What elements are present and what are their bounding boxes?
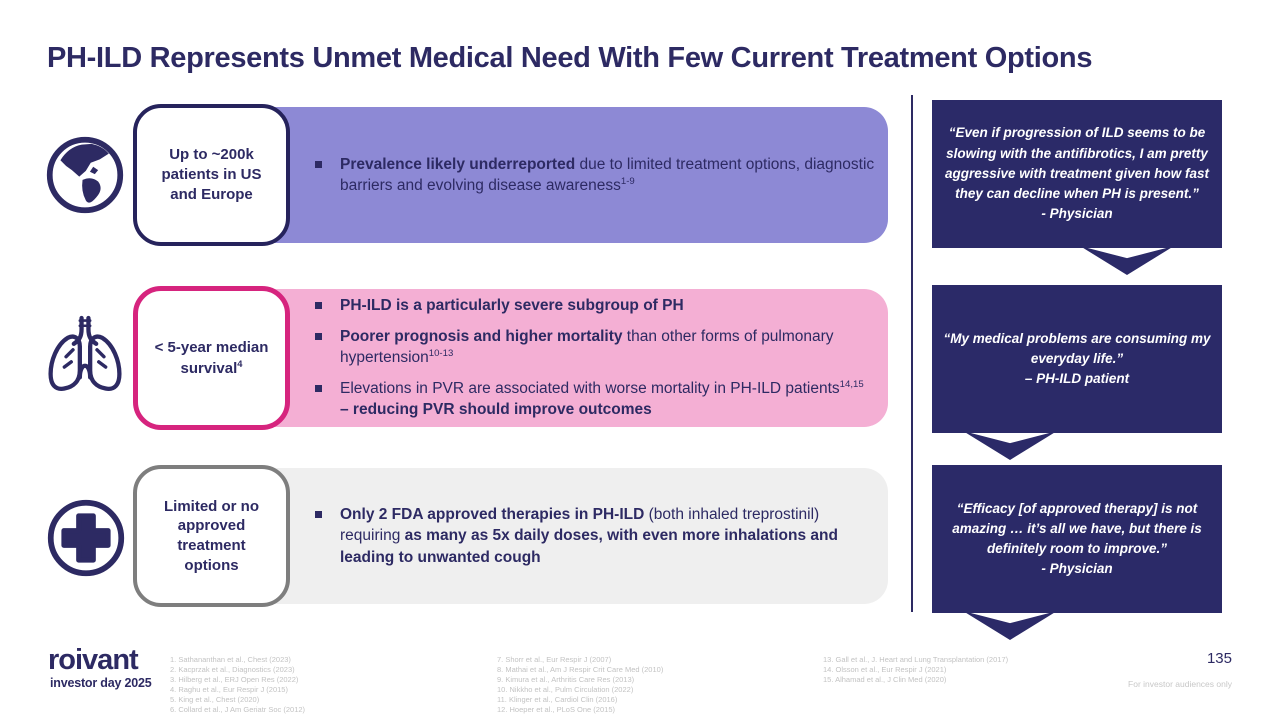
quote-callout-patient: “My medical problems are consuming my ev…: [932, 285, 1222, 433]
bullet-text-segment: Elevations in PVR are associated with wo…: [340, 379, 840, 397]
quote-tail-icon: [963, 611, 1057, 640]
reference-item: 5. King et al., Chest (2020): [170, 695, 260, 704]
reference-item: 14. Olsson et al., Eur Respir J (2021): [823, 665, 947, 674]
bullet-text-segment: as many as 5x daily doses, with even mor…: [340, 527, 838, 566]
reference-item: 7. Shorr et al., Eur Respir J (2007): [497, 655, 612, 664]
page-title: PH-ILD Represents Unmet Medical Need Wit…: [47, 42, 1093, 74]
quote-text: “My medical problems are consuming my ev…: [943, 330, 1211, 366]
bullet-item: Elevations in PVR are associated with wo…: [315, 378, 875, 421]
quote-tail-icon: [1080, 246, 1174, 275]
quote-callout-physician-2: “Efficacy [of approved therapy] is not a…: [932, 465, 1222, 613]
citation-superscript: 1-9: [620, 175, 635, 187]
reference-item: 11. Klinger et al., Cardiol Clin (2016): [497, 695, 618, 704]
quote-attribution: – PH-ILD patient: [1024, 371, 1130, 387]
reference-item: 10. Nikkho et al., Pulm Circulation (202…: [497, 685, 634, 694]
row-label-superscript: 4: [237, 358, 243, 369]
reference-item: 1. Sathananthan et al., Chest (2023): [170, 655, 291, 664]
bullet-item: Poorer prognosis and higher mortality th…: [315, 326, 875, 369]
reference-item: 8. Mathai et al., Am J Respir Crit Care …: [497, 665, 664, 674]
quote-text: “Efficacy [of approved therapy] is not a…: [952, 500, 1202, 557]
bullet-item: Only 2 FDA approved therapies in PH-ILD …: [315, 504, 875, 568]
row-label-text: Limited or no approved treatment options: [164, 497, 259, 575]
roivant-logo-subtitle: investor day 2025: [50, 676, 152, 690]
roivant-logo: roivant: [48, 644, 139, 676]
reference-item: 9. Kimura et al., Arthritis Care Res (20…: [497, 675, 635, 684]
bullet-text-segment: – reducing PVR should improve outcomes: [340, 401, 652, 419]
reference-column-3: 13. Gall et al., J. Heart and Lung Trans…: [823, 655, 1008, 685]
citation-superscript: 14,15: [839, 378, 864, 390]
row-label-epidemiology: Up to ~200k patients in US and Europe: [133, 104, 290, 246]
bullet-text-segment: than other forms of pulmonary hypertensi…: [340, 327, 834, 367]
bullet-marker-icon: [315, 160, 322, 168]
reference-column-1: 1. Sathananthan et al., Chest (2023)2. K…: [170, 655, 305, 715]
bullet-text: Poorer prognosis and higher mortality th…: [340, 326, 875, 369]
bullet-text: Only 2 FDA approved therapies in PH-ILD …: [340, 504, 875, 568]
bullet-list-epidemiology: Prevalence likely underreported due to l…: [315, 107, 875, 243]
audience-disclaimer: For investor audiences only: [1128, 679, 1232, 689]
citation-superscript: 10-13: [428, 348, 454, 360]
row-label-treatment-options: Limited or no approved treatment options: [133, 465, 290, 607]
bullet-text: Elevations in PVR are associated with wo…: [340, 378, 875, 421]
bullet-item: Prevalence likely underreported due to l…: [315, 154, 875, 197]
row-label-severity: < 5-year median survival4: [133, 286, 290, 430]
bullet-marker-icon: [315, 510, 322, 518]
bullet-marker-icon: [315, 384, 322, 392]
globe-icon: [44, 134, 126, 216]
bullet-text-segment: Poorer prognosis and higher mortality: [340, 327, 623, 345]
reference-item: 2. Kacprzak et al., Diagnostics (2023): [170, 665, 295, 674]
lungs-icon: [42, 312, 128, 398]
quote-tail-icon: [963, 431, 1057, 460]
reference-item: 15. Alhamad et al., J Clin Med (2020): [823, 675, 947, 684]
bullet-text-segment: Prevalence likely underreported: [340, 155, 576, 173]
quote-attribution: - Physician: [1041, 561, 1113, 577]
bullet-text-segment: Only 2 FDA approved therapies in PH-ILD: [340, 505, 645, 523]
page-number: 135: [1206, 650, 1232, 667]
bullet-list-severity: PH-ILD is a particularly severe subgroup…: [315, 289, 875, 427]
reference-item: 12. Hoeper et al., PLoS One (2015): [497, 705, 615, 714]
bullet-list-treatment-options: Only 2 FDA approved therapies in PH-ILD …: [315, 468, 875, 604]
bullet-text-segment: (both inhaled treprostinil) requiring: [340, 505, 820, 545]
reference-item: 6. Collard et al., J Am Geriatr Soc (201…: [170, 705, 306, 714]
quote-callout-physician-1: “Even if progression of ILD seems to be …: [932, 100, 1222, 248]
bullet-text: PH-ILD is a particularly severe subgroup…: [340, 295, 875, 316]
bullet-text-segment: PH-ILD is a particularly severe subgroup…: [340, 297, 684, 315]
reference-item: 3. Hilberg et al., ERJ Open Res (2022): [170, 675, 299, 684]
reference-column-2: 7. Shorr et al., Eur Respir J (2007)8. M…: [497, 655, 663, 715]
bullet-marker-icon: [315, 332, 322, 340]
quote-text: “Even if progression of ILD seems to be …: [944, 125, 1210, 202]
content-quotes-divider: [911, 95, 913, 612]
row-label-text: Up to ~200k patients in US and Europe: [161, 146, 262, 204]
bullet-item: PH-ILD is a particularly severe subgroup…: [315, 295, 875, 316]
bullet-text: Prevalence likely underreported due to l…: [340, 154, 875, 197]
bullet-marker-icon: [315, 302, 322, 310]
reference-item: 4. Raghu et al., Eur Respir J (2015): [170, 685, 288, 694]
reference-item: 13. Gall et al., J. Heart and Lung Trans…: [823, 655, 1009, 664]
row-label-text: < 5-year median survival: [154, 339, 269, 377]
medical-cross-icon: [45, 497, 127, 579]
bullet-text-segment: due to limited treatment options, diagno…: [340, 155, 875, 195]
quote-attribution: - Physician: [1041, 206, 1113, 222]
